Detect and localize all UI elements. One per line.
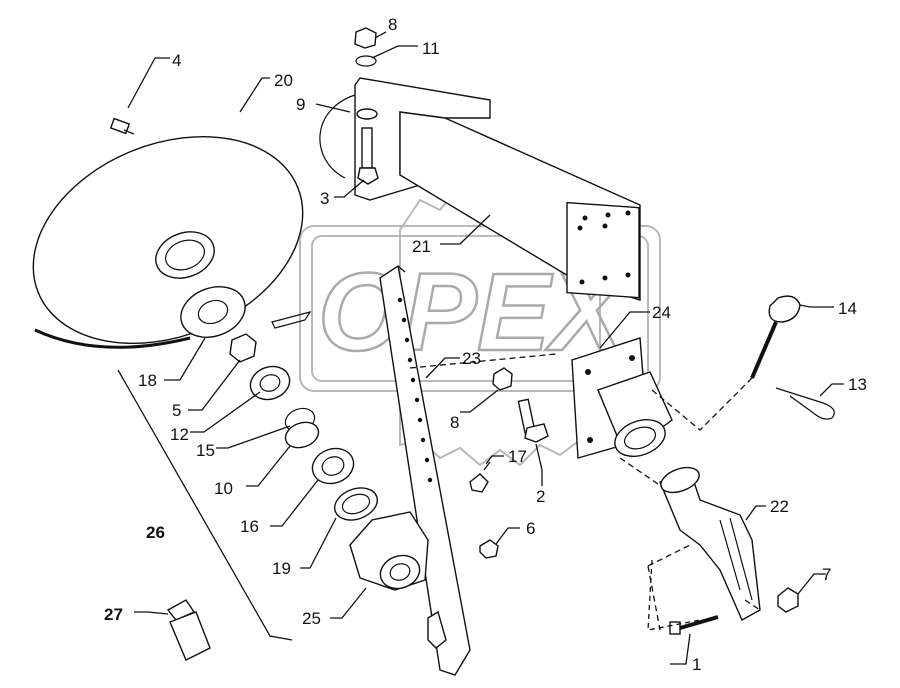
hub-housing-bore xyxy=(379,554,421,590)
callout-5: 5 xyxy=(172,401,181,420)
flange-outer xyxy=(180,286,246,338)
bearing-12-outer xyxy=(249,365,291,401)
callout-15: 15 xyxy=(196,441,215,460)
nut-6 xyxy=(479,539,499,559)
callout-8-top: 8 xyxy=(388,15,397,34)
callout-4: 4 xyxy=(172,51,181,70)
bearing-16-outer xyxy=(311,447,355,485)
nut-8-mid xyxy=(492,367,513,391)
clevis-22 xyxy=(659,466,761,621)
ring-10-body xyxy=(284,421,320,449)
nut-7-body xyxy=(777,587,799,613)
callout-14: 14 xyxy=(838,299,857,318)
pin-14-handle xyxy=(768,295,801,323)
nut-8-top xyxy=(354,27,377,49)
bolt-2 xyxy=(517,398,549,443)
assembly-lines xyxy=(409,353,761,631)
callout-17: 17 xyxy=(508,447,527,466)
nut-5 xyxy=(229,333,257,363)
callout-23: 23 xyxy=(462,349,481,368)
strut-body xyxy=(379,264,471,676)
nut-8-mid-body xyxy=(492,367,513,391)
callout-6: 6 xyxy=(526,519,535,538)
pin-14 xyxy=(750,295,801,379)
callout-20: 20 xyxy=(274,71,293,90)
fitting-27-body xyxy=(169,611,211,661)
callout-12: 12 xyxy=(170,425,189,444)
bracket-ear xyxy=(319,94,356,179)
callout-24: 24 xyxy=(652,303,671,322)
flange-hole xyxy=(197,299,229,325)
fitting-27 xyxy=(166,599,211,661)
disc-edge xyxy=(34,328,191,349)
callout-11: 11 xyxy=(422,39,440,58)
callout-19: 19 xyxy=(272,559,291,578)
tube-end-plate xyxy=(566,201,640,299)
callout-9: 9 xyxy=(296,95,305,114)
seal-19-inner xyxy=(341,493,371,515)
vertical-strut xyxy=(379,264,471,676)
callout-22: 22 xyxy=(770,497,789,516)
bearing-16-inner xyxy=(321,456,345,476)
bolt-3-shank xyxy=(361,127,373,169)
watermark-frame-outer xyxy=(299,225,661,392)
arm-bracket xyxy=(319,77,641,301)
nut-7 xyxy=(777,587,799,613)
bolt-4-shank xyxy=(123,129,135,135)
callout-25: 25 xyxy=(302,609,321,628)
callout-18: 18 xyxy=(138,371,157,390)
ring-10 xyxy=(284,421,320,449)
bolt-2-head xyxy=(524,423,549,443)
callout-1: 1 xyxy=(692,655,701,674)
nipple-17-body xyxy=(469,473,489,493)
nut-6-body xyxy=(479,539,499,559)
washer-9 xyxy=(356,108,378,120)
flange-plate xyxy=(180,286,246,338)
seal-19 xyxy=(333,487,379,521)
fitting-27-thread xyxy=(166,599,196,621)
mount-bracket xyxy=(571,337,673,459)
clip-13-body xyxy=(775,387,835,420)
grease-nipple-17 xyxy=(469,461,491,493)
disc-blade xyxy=(32,135,304,349)
leader-lines xyxy=(117,31,844,665)
nut-5-body xyxy=(229,333,257,363)
washer-11 xyxy=(355,55,377,67)
callout-10: 10 xyxy=(214,479,233,498)
callout-3: 3 xyxy=(320,189,329,208)
mount-tube xyxy=(597,371,673,457)
bolt-1 xyxy=(669,615,719,635)
callout-2: 2 xyxy=(536,487,545,506)
hub-housing xyxy=(349,511,429,591)
lower-nipple-body xyxy=(427,610,447,649)
callout-26: 26 xyxy=(146,523,165,542)
callout-7: 7 xyxy=(822,565,831,584)
bearing-16 xyxy=(311,447,355,485)
bolt-4 xyxy=(109,117,135,135)
bearing-12 xyxy=(249,365,291,401)
callout-labels: 4 20 8 11 9 3 21 24 23 14 13 18 5 12 15 … xyxy=(104,15,867,674)
callout-8-mid: 8 xyxy=(450,413,459,432)
split-pin xyxy=(271,311,312,329)
callout-16: 16 xyxy=(240,517,259,536)
clip-13 xyxy=(775,387,835,420)
bearing-12-inner xyxy=(259,374,281,392)
disc-hub-hole xyxy=(165,239,205,271)
lower-nipple xyxy=(427,610,447,649)
clevis-body xyxy=(659,469,761,621)
callout-27: 27 xyxy=(104,605,123,624)
callout-21: 21 xyxy=(412,237,431,256)
watermark-frame-inner xyxy=(311,235,649,382)
callout-13: 13 xyxy=(848,375,867,394)
